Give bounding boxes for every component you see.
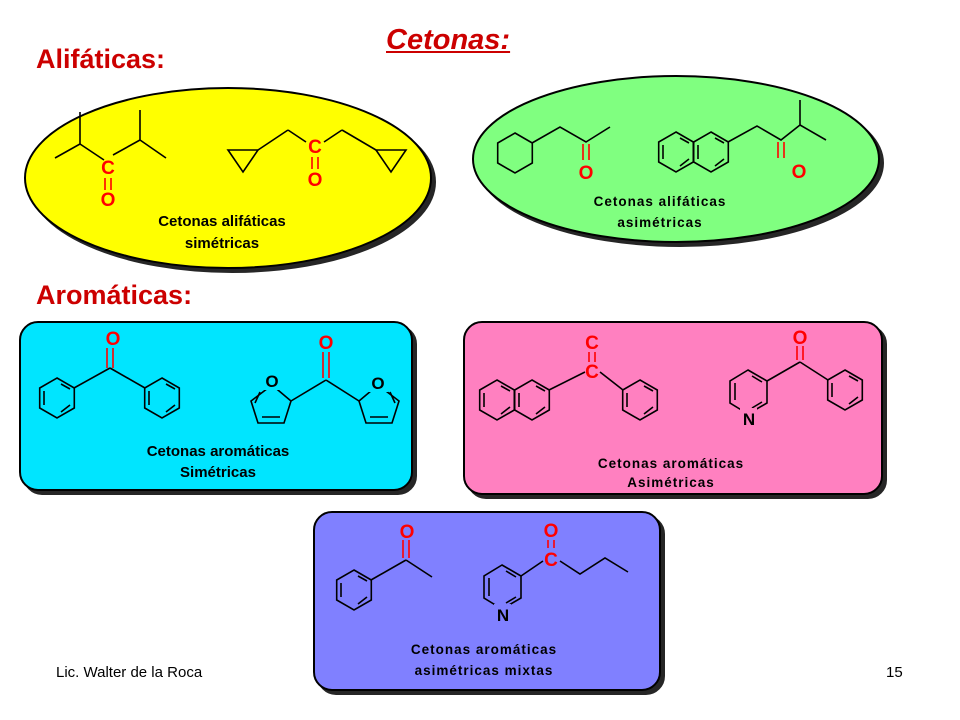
group-mixed-aromatic: O O C N Cetonas aromáticas asimétricas m… [313,511,661,691]
atom-carbon: C [585,333,599,354]
atom-oxygen: O [792,162,807,183]
group-asym-aliphatic-caption-line1: Cetonas alifáticas [594,194,727,209]
group-sym-aromatic-caption-line2: Simétricas [180,464,256,481]
group-asym-aromatic-shape [463,321,883,495]
atom-carbon: C [585,362,599,383]
molecule-pyridyl-propyl-ketone: O C N [483,521,629,625]
atom-oxygen-ring: O [265,372,278,391]
section-heading-aromatic: Aromáticas: [36,280,193,310]
molecule-naphthyl-phenyl-ketone: C C [478,333,659,421]
atom-oxygen: O [793,328,808,349]
footer-author: Lic. Walter de la Roca [56,664,203,681]
atom-carbon: C [308,137,322,158]
molecule-dicyclopropyl-ketone: C O [226,129,408,191]
molecule-benzophenone: O [38,329,181,419]
group-sym-aromatic-caption-line1: Cetonas aromáticas [147,443,290,460]
group-asym-aromatic: C C O N Cetonas aromáticas Asimétricas [463,321,883,495]
slide-title: Cetonas: [386,24,511,56]
group-mixed-aromatic-shape [313,511,661,691]
group-asym-aliphatic-shape [472,75,880,243]
group-sym-aromatic-shape [19,321,413,491]
atom-nitrogen: N [743,410,755,429]
group-sym-aliphatic-caption-line2: simétricas [185,235,259,252]
page-number: 15 [886,664,903,681]
atom-oxygen: O [544,521,559,542]
molecule-cyclohexylacetone: O [496,126,611,184]
group-sym-aliphatic-shape [24,87,432,269]
atom-oxygen: O [319,333,334,354]
group-asym-aliphatic-caption-line2: asimétricas [617,215,702,230]
group-sym-aliphatic: C O C O Cetonas alifáticas simétricas [24,87,432,269]
atom-oxygen: O [400,522,415,543]
atom-oxygen: O [579,163,594,184]
group-asym-aliphatic: O O Cetonas alifáticas asimétricas [472,75,880,243]
group-asym-aromatic-caption-line1: Cetonas aromáticas [598,456,744,471]
atom-carbon: C [544,550,558,571]
atom-nitrogen: N [497,606,509,625]
group-asym-aromatic-caption-line2: Asimétricas [627,475,715,490]
atom-oxygen-ring: O [371,374,384,393]
molecule-naphthyl-ketone: O [657,100,827,183]
group-sym-aliphatic-caption-line1: Cetonas alifáticas [158,213,286,230]
atom-oxygen: O [101,190,116,211]
atom-oxygen: O [106,329,121,350]
atom-oxygen: O [308,170,323,191]
atom-carbon: C [101,158,115,179]
group-mixed-aromatic-caption-line2: asimétricas mixtas [415,663,554,678]
group-sym-aromatic: O O O O Cetonas aromáticas Simétricas [19,321,413,491]
molecule-difuryl-ketone: O O O [250,333,400,424]
section-heading-aliphatic: Alifáticas: [36,44,166,74]
molecule-diisopropyl-ketone: C O [54,110,167,211]
molecule-acetophenone: O [335,522,433,611]
molecule-pyridyl-phenyl-ketone: O N [729,328,864,429]
group-mixed-aromatic-caption-line1: Cetonas aromáticas [411,642,557,657]
